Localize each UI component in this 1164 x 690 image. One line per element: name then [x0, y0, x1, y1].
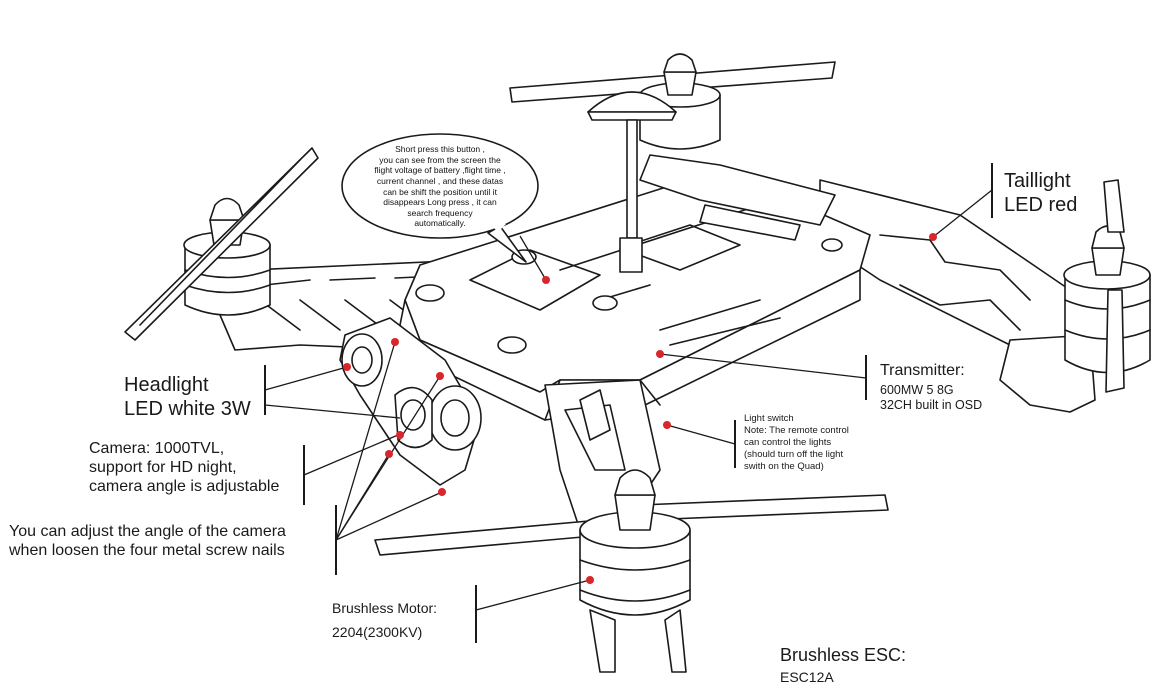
marker-taillight [929, 233, 937, 241]
marker-light-switch [663, 421, 671, 429]
marker-transmitter [656, 350, 664, 358]
rear-left-propeller [124, 147, 319, 341]
marker-headlight [343, 363, 351, 371]
taillight-label: Taillight LED red [1004, 170, 1078, 216]
main-frame [399, 154, 871, 421]
camera-icon [339, 317, 482, 486]
marker-camera [396, 431, 404, 439]
bubble-text: Short press this button , you can see fr… [374, 144, 506, 229]
esc-value: ESC12A [780, 669, 834, 686]
light-switch-label: Light switch Note: The remote control ca… [744, 413, 849, 472]
esc-label: Brushless ESC: ESC12A [780, 624, 906, 688]
front-motor [579, 469, 691, 673]
marker-screw-3 [385, 450, 393, 458]
markers [343, 233, 937, 584]
marker-button [542, 276, 550, 284]
marker-motor [586, 576, 594, 584]
transmitter-detail: 600MW 5 8G 32CH built in OSD [880, 383, 983, 412]
leader-lines [264, 163, 993, 643]
motor-detail: 2204(2300KV) [332, 624, 423, 640]
transmitter-title: Transmitter: [880, 362, 965, 379]
callout-bubble [341, 133, 539, 263]
camera-adjust-label: You can adjust the angle of the camera w… [9, 523, 286, 559]
front-propeller [374, 494, 889, 556]
headlight-label: Headlight LED white 3W [124, 374, 251, 420]
marker-screw-1 [391, 338, 399, 346]
motor-title: Brushless Motor: [332, 600, 438, 616]
rear-right-propeller [1103, 179, 1125, 393]
antenna-icon [587, 91, 677, 273]
marker-screw-2 [436, 372, 444, 380]
esc-title: Brushless ESC: [780, 645, 907, 666]
marker-screw-4 [438, 488, 446, 496]
camera-label: Camera: 1000TVL, support for HD night, c… [89, 440, 280, 495]
